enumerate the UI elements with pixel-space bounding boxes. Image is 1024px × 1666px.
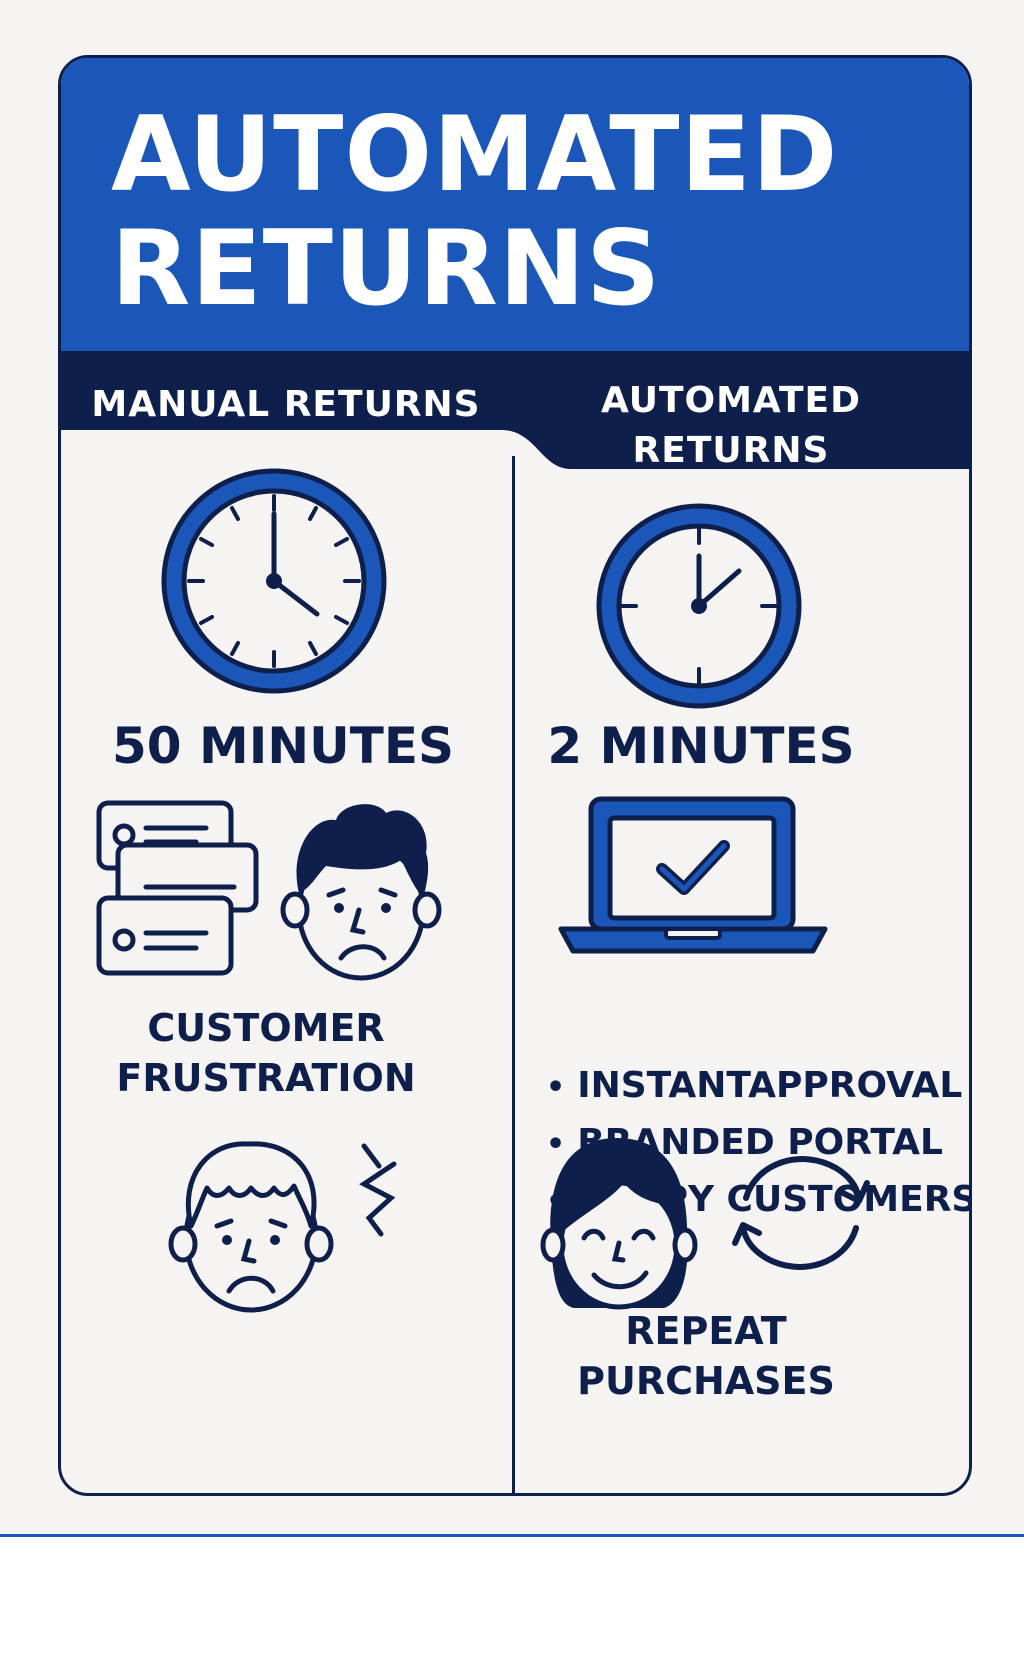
repeat-line-1: REPEAT bbox=[625, 1309, 787, 1353]
clock-icon bbox=[161, 468, 387, 694]
title-line-1: AUTOMATED bbox=[111, 95, 839, 215]
angry-face-icon bbox=[168, 1141, 397, 1313]
frustration-line-1: CUSTOMER bbox=[147, 1006, 385, 1050]
refresh-cycle-icon bbox=[732, 1156, 870, 1270]
repeat-purchases-label: REPEAT PURCHASES bbox=[516, 1306, 896, 1406]
automated-returns-heading: AUTOMATED RETURNS bbox=[561, 376, 901, 476]
repeat-line-2: PURCHASES bbox=[577, 1359, 835, 1403]
title-line-2: RETURNS bbox=[111, 209, 662, 329]
automated-time: 2 MINUTES bbox=[547, 717, 855, 775]
automated-heading-line-1: AUTOMATED bbox=[600, 380, 862, 421]
bottom-rule bbox=[0, 1534, 1024, 1537]
column-header-band bbox=[61, 351, 969, 469]
benefit-text: INSTANTAPPROVAL bbox=[577, 1065, 963, 1106]
manual-time: 50 MINUTES bbox=[111, 717, 455, 775]
page-title: AUTOMATED RETURNS bbox=[111, 98, 838, 326]
sad-face-icon bbox=[280, 804, 442, 981]
infographic-canvas: AUTOMATED RETURNS MANUAL RETURNS AUTOMAT… bbox=[0, 0, 1024, 1537]
benefits-list: •INSTANTAPPROVAL •BRANDED PORTAL •HAPPY … bbox=[546, 1058, 969, 1229]
happy-woman-icon bbox=[540, 1138, 698, 1310]
automated-heading-line-2: RETURNS bbox=[632, 430, 830, 471]
manual-returns-heading: MANUAL RETURNS bbox=[91, 384, 481, 425]
column-divider bbox=[512, 456, 515, 1493]
clock-icon bbox=[596, 503, 802, 709]
comparison-card: AUTOMATED RETURNS MANUAL RETURNS AUTOMAT… bbox=[58, 55, 972, 1496]
customer-frustration-label: CUSTOMER FRUSTRATION bbox=[61, 1003, 471, 1103]
frustration-line-2: FRUSTRATION bbox=[116, 1056, 416, 1100]
list-item: •INSTANTAPPROVAL bbox=[546, 1065, 963, 1106]
title-banner: AUTOMATED RETURNS bbox=[61, 58, 969, 351]
documents-icon bbox=[96, 800, 259, 976]
laptop-check-icon bbox=[558, 796, 828, 954]
